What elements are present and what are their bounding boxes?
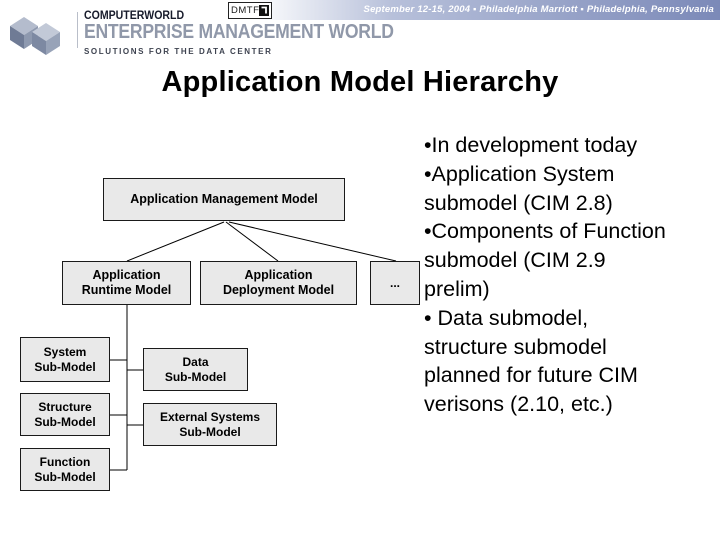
brand-text: COMPUTERWORLD ENTERPRISE MANAGEMENT WORL… xyxy=(84,8,436,56)
logo-divider xyxy=(77,12,78,48)
node-ellipsis: ... xyxy=(370,261,420,305)
event-info: September 12-15, 2004 ▪ Philadelphia Mar… xyxy=(363,4,714,15)
node-application-runtime-model: Application Runtime Model xyxy=(62,261,191,305)
brand-tagline: SOLUTIONS FOR THE DATA CENTER xyxy=(84,47,273,56)
node-structure-sub-model: Structure Sub-Model xyxy=(20,393,110,436)
note-line: submodel (CIM 2.8) xyxy=(424,190,613,215)
dmtf-label: DMTF xyxy=(231,5,260,16)
node-system-sub-model: System Sub-Model xyxy=(20,337,110,382)
dmtf-arrow-icon xyxy=(259,5,269,16)
node-application-management-model: Application Management Model xyxy=(103,178,345,221)
note-line: •Components of Function xyxy=(424,219,666,244)
note-line: prelim) xyxy=(424,276,490,301)
note-line: verisons (2.10, etc.) xyxy=(424,392,613,417)
note-line: •Application System xyxy=(424,161,615,186)
note-line: structure submodel xyxy=(424,334,607,359)
computerworld-logo: COMPUTERWORLD ENTERPRISE MANAGEMENT WORL… xyxy=(6,8,394,60)
brand-computerworld: COMPUTERWORLD xyxy=(84,8,185,22)
brand-enterprise-management-world: ENTERPRISE MANAGEMENT WORLD xyxy=(84,21,394,43)
note-line: • Data submodel, xyxy=(424,305,589,330)
dmtf-logo: DMTF xyxy=(228,2,272,19)
note-line: •In development today xyxy=(424,133,638,157)
notes-panel: •In development today •Application Syste… xyxy=(424,131,720,419)
header-gradient-band: September 12-15, 2004 ▪ Philadelphia Mar… xyxy=(252,0,720,20)
node-external-systems-sub-model: External Systems Sub-Model xyxy=(143,403,277,446)
node-application-deployment-model: Application Deployment Model xyxy=(200,261,357,305)
node-data-sub-model: Data Sub-Model xyxy=(143,348,248,391)
node-function-sub-model: Function Sub-Model xyxy=(20,448,110,491)
note-line: planned for future CIM xyxy=(424,363,638,388)
page-title: Application Model Hierarchy xyxy=(161,66,559,98)
computerworld-logo-icon xyxy=(10,17,60,55)
note-line: submodel (CIM 2.9 xyxy=(424,248,606,273)
